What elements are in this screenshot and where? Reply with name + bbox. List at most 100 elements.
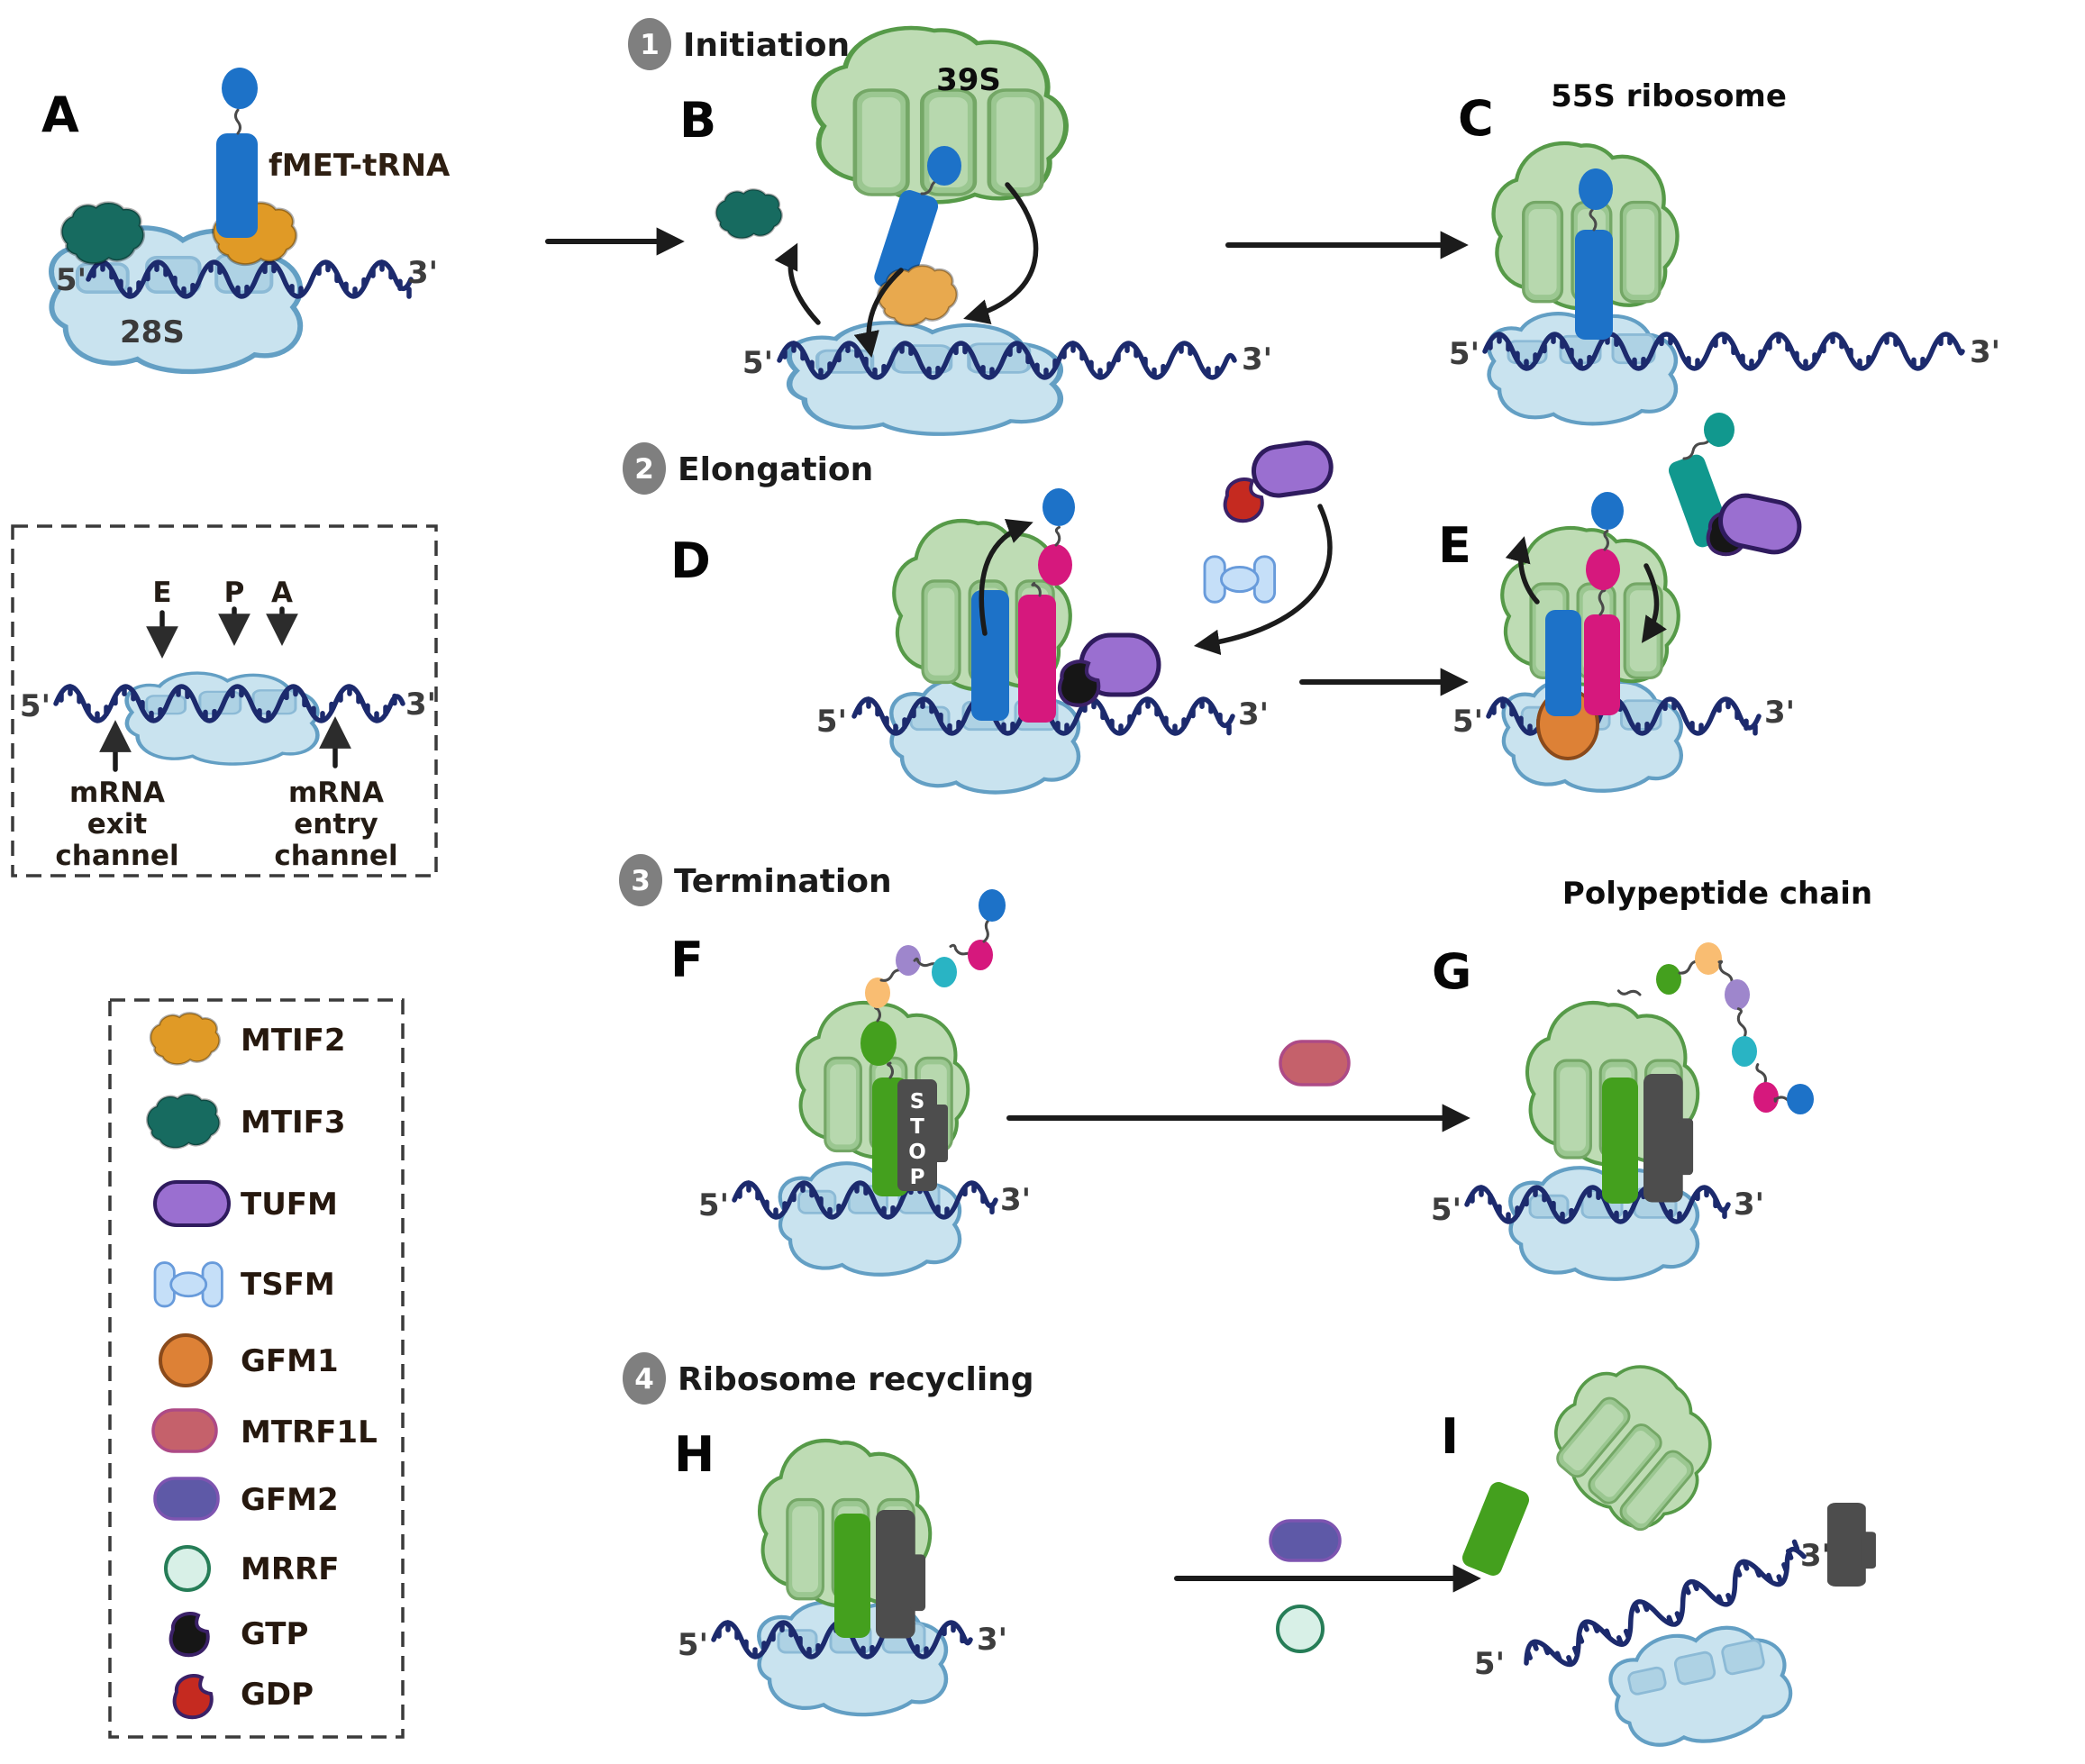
fmet-trna-label: fMET-tRNA: [269, 148, 451, 184]
five-prime-label: 5': [20, 688, 50, 724]
amino-acid-linker: [1031, 581, 1042, 597]
three-prime-label: 3': [1000, 1182, 1031, 1218]
mtif3-blob-icon: [146, 1093, 221, 1150]
panel-g-letter: G: [1432, 943, 1471, 1000]
chain-bead: [1656, 964, 1681, 995]
trna-p-site: [971, 590, 1009, 721]
amino-acid-linker: [1603, 529, 1609, 551]
inset-sites-box: E P A 5' 3' mRNA exit channel mRNA entry…: [11, 524, 438, 877]
legend-item-mrrf: MRRF: [164, 1545, 339, 1592]
svg-text:S: S: [910, 1090, 925, 1114]
legend-box: MTIF2 MTIF3 TUFM TSFM GFM1 MTRF1L GFM2: [108, 998, 405, 1739]
small-subunit-28s: [789, 323, 1061, 434]
tsfm-dumbbell-icon: [1203, 555, 1277, 604]
fmet-amino-acid: [1579, 168, 1613, 210]
svg-text:TUFM: TUFM: [241, 1187, 338, 1223]
mtrf1l-capsule-icon: [151, 1408, 218, 1453]
polypeptide-chain-label: Polypeptide chain: [1562, 876, 1872, 912]
arrow-trna-to-p-site: [853, 268, 904, 359]
step-3-number: 3: [631, 865, 651, 897]
step-3-badge: [619, 854, 662, 906]
arrow-tufm-cycle: [1193, 504, 1333, 656]
svg-text:MRRF: MRRF: [241, 1551, 339, 1587]
step-1-number: 1: [640, 29, 660, 61]
five-prime-label: 5': [1452, 704, 1483, 740]
step-3-label: Termination: [674, 863, 892, 900]
amino-acid-linker: [1598, 587, 1607, 616]
mrna-strand: [86, 259, 414, 299]
five-prime-label: 5': [1449, 336, 1480, 372]
amino-acid: [1704, 413, 1734, 447]
chain-linker: [1717, 959, 1734, 986]
step-4-number: 4: [634, 1363, 654, 1396]
panel-d-letter: D: [670, 532, 711, 589]
step-4-label: Ribosome recycling: [678, 1361, 1034, 1398]
inset-border: [11, 524, 438, 877]
svg-text:mRNA: mRNA: [69, 777, 165, 809]
arrow-a-site-open: [1641, 563, 1667, 643]
five-prime-label: 5': [56, 262, 86, 298]
panel-i: I 5' 3': [1441, 1337, 1876, 1759]
amino-acid: [1586, 549, 1620, 590]
chain-bead: [1787, 1084, 1814, 1114]
five-prime-label: 5': [1431, 1192, 1461, 1228]
svg-text:mRNA: mRNA: [288, 777, 384, 809]
gtp-bean-icon: [168, 1611, 210, 1658]
trna-p-site: [1584, 614, 1620, 715]
mtif3-blob-icon: [60, 201, 145, 265]
panel-e: E 5' 3': [1438, 413, 1802, 791]
gfm2-capsule-icon: [1269, 1519, 1342, 1562]
trna-p-site: [834, 1514, 870, 1638]
fmet-amino-acid: [222, 68, 258, 109]
panel-d: D 5' 3': [670, 441, 1334, 793]
amino-acid: [1591, 492, 1624, 530]
legend-item-gtp: GTP: [168, 1611, 308, 1658]
panel-h-letter: H: [674, 1426, 715, 1483]
tsfm-dumbbell-icon: [153, 1261, 223, 1308]
mrna-exit-channel-label: mRNA exit channel: [55, 777, 178, 872]
tufm-capsule-icon: [1251, 441, 1334, 498]
mrrf-circle-icon: [1276, 1605, 1325, 1653]
gfm1-circle-icon: [159, 1333, 213, 1387]
chain-bead: [1732, 1036, 1757, 1067]
a-site-label: A: [271, 577, 293, 609]
mtrf1l-capsule-icon: [1279, 1040, 1351, 1087]
mrna-strand: [1482, 332, 1965, 371]
mrna-strand: [732, 1180, 998, 1220]
amino-acid-linker: [234, 108, 241, 135]
panel-i-letter: I: [1441, 1408, 1459, 1465]
panel-e-letter: E: [1438, 517, 1471, 574]
trna-a-site: [1018, 595, 1056, 723]
step-1-badge: [628, 18, 671, 70]
step-2-label: Elongation: [678, 451, 873, 488]
legend-item-mtif3: MTIF3: [146, 1093, 346, 1150]
arrow-mtif3-release: [774, 242, 821, 325]
three-prime-label: 3': [1800, 1538, 1831, 1574]
mtif3-blob-icon: [715, 188, 783, 240]
step-2-badge: [623, 442, 666, 495]
svg-text:P: P: [910, 1166, 925, 1189]
five-prime-label: 5': [1474, 1646, 1505, 1682]
release-factor-block: [1827, 1503, 1876, 1587]
tufm-capsule-icon: [153, 1180, 231, 1227]
arrow-peptide-transfer: [979, 519, 1033, 636]
55s-ribosome-label: 55S ribosome: [1551, 78, 1787, 114]
svg-text:MTIF3: MTIF3: [241, 1105, 346, 1141]
five-prime-label: 5': [742, 345, 773, 381]
mrna-entry-channel-label: mRNA entry channel: [274, 777, 397, 872]
three-prime-label: 3': [1970, 334, 2000, 370]
mrna-strand: [1464, 1185, 1731, 1224]
39s-label: 39S: [936, 62, 1001, 98]
panel-b: B 5' 3' 39S: [679, 28, 1272, 434]
legend-item-mtrf1l: MTRF1L: [151, 1408, 378, 1453]
svg-text:O: O: [908, 1141, 926, 1164]
step-1-initiation: 1 Initiation: [628, 18, 850, 70]
svg-text:TSFM: TSFM: [241, 1267, 335, 1303]
trna-e-site: [1545, 610, 1581, 716]
svg-text:channel: channel: [55, 840, 178, 872]
gfm2-capsule-icon: [153, 1477, 220, 1521]
step-3-termination: 3 Termination: [619, 854, 892, 906]
fmet-trna: [874, 190, 939, 294]
mrrf-circle-icon: [164, 1545, 211, 1592]
